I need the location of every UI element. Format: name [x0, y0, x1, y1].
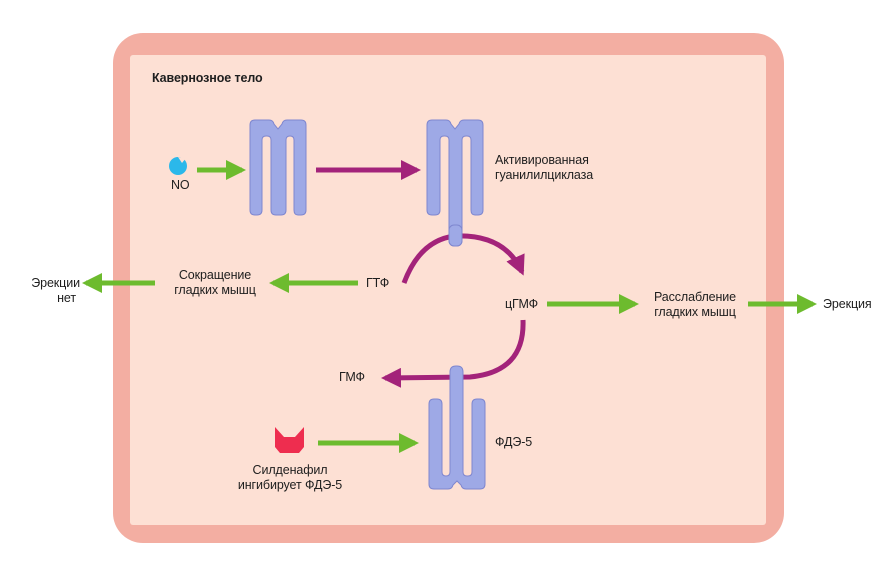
label-cgmp: цГМФ: [505, 297, 539, 311]
label-no-erection-line2: нет: [57, 291, 76, 305]
label-contraction-line1: Сокращение: [178, 268, 252, 282]
label-no-erection-line1: Эрекции: [31, 276, 80, 290]
guanylyl-cyclase-active-icon: [426, 119, 484, 247]
arc-cgmp-to-gmp: [381, 319, 526, 388]
label-pde5: ФДЭ-5: [495, 435, 533, 449]
label-sildenafil-line1: Силденафил: [252, 463, 328, 477]
label-activated-gc-line2: гуанилилциклаза: [495, 168, 594, 182]
guanylyl-cyclase-inactive-icon: [249, 119, 307, 216]
sildenafil-icon: [275, 427, 304, 453]
label-sildenafil-line2: ингибирует ФДЭ-5: [237, 478, 343, 492]
label-activated-gc-line1: Активированная: [495, 153, 589, 167]
guanylyl-cyclase-stem: [448, 224, 463, 247]
inner-panel: [130, 55, 766, 525]
label-gtp: ГТФ: [366, 276, 390, 290]
label-contraction-line2: гладких мышц: [174, 283, 256, 297]
label-gmp: ГМФ: [339, 370, 365, 384]
label-erection: Эрекция: [823, 297, 872, 311]
pde5-enzyme-icon: [428, 365, 486, 490]
no-molecule-icon: [169, 157, 187, 175]
diagram-title: Кавернозное тело: [152, 71, 263, 85]
label-no: NO: [171, 178, 190, 192]
label-relaxation-line2: гладких мышц: [654, 305, 736, 319]
label-relaxation-line1: Расслабление: [653, 290, 737, 304]
